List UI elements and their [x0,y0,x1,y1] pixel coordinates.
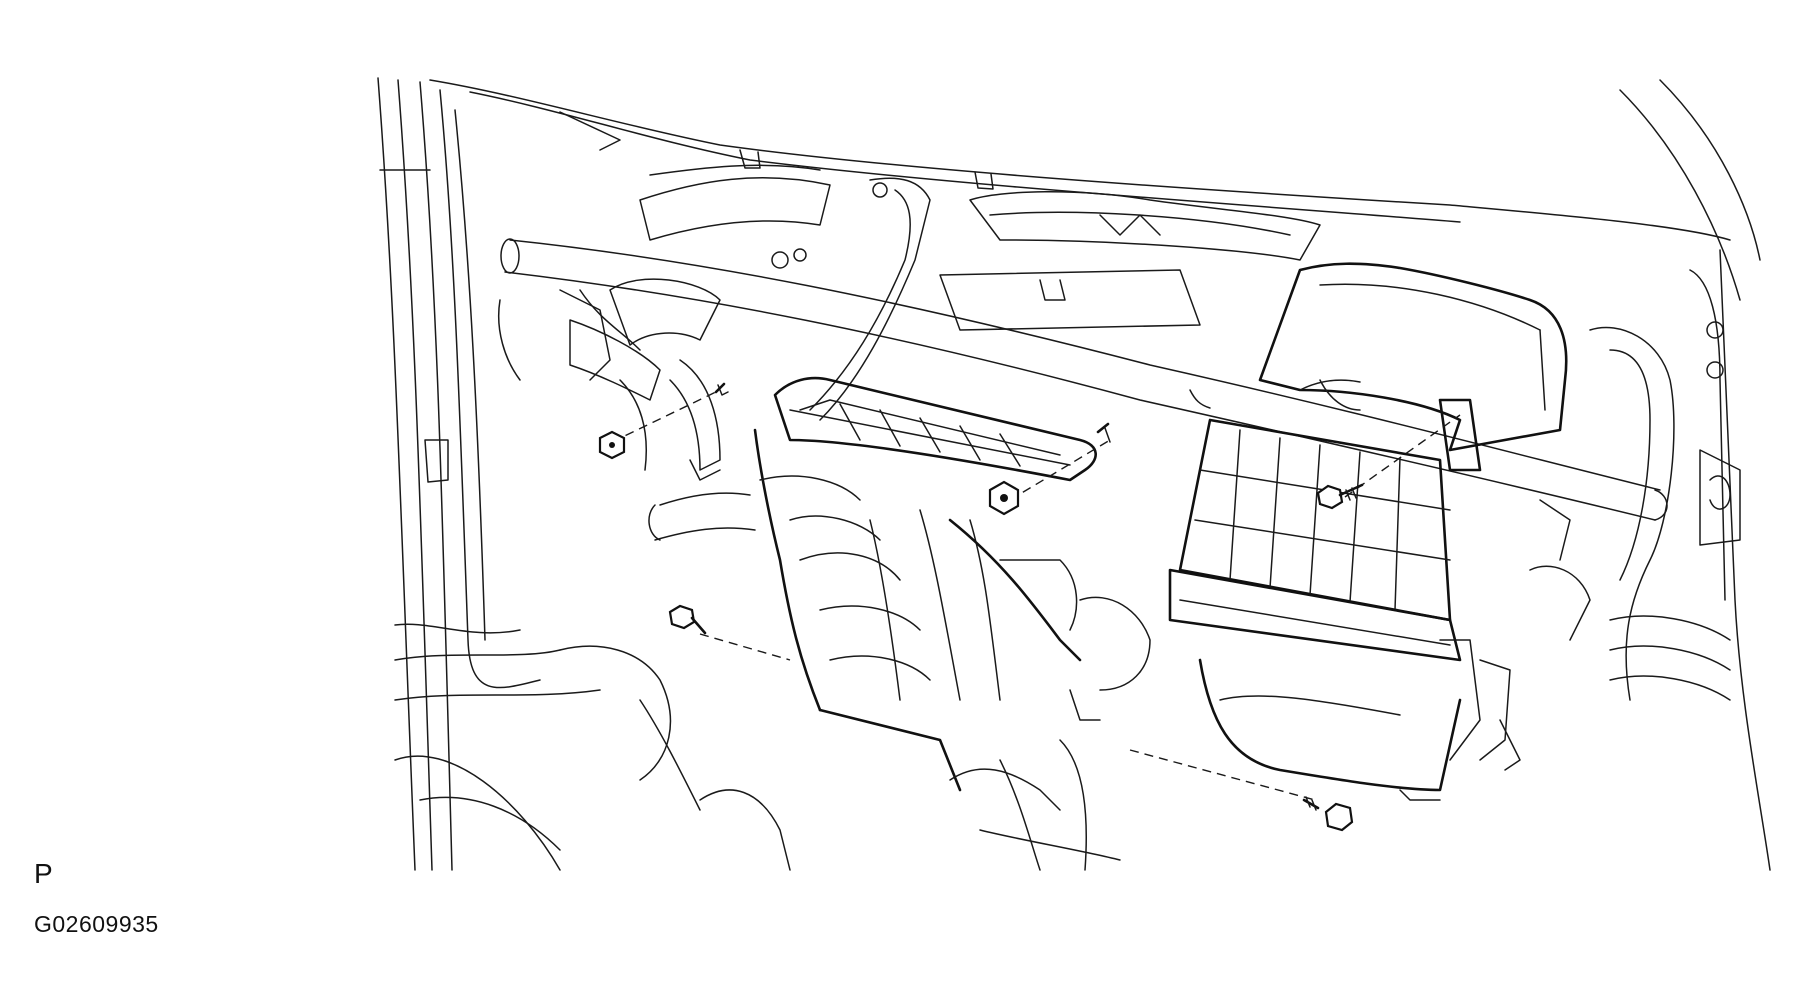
heater-radiator-unit [648,376,1151,861]
screw-icon [714,382,1110,434]
nut-icon [988,427,1111,516]
fastener-guide-lines [611,389,1461,801]
blower-unit [1168,262,1568,801]
bolt-icon [1302,796,1354,832]
bolt-icon [1316,483,1364,510]
steering-support-beam [497,238,1668,521]
left-body-pillar [377,77,601,871]
defroster-duct [639,164,1321,331]
floor-contours [419,645,1088,871]
bolt-icon [668,604,707,635]
right-side-bracket [1529,269,1741,701]
figure-code: G02609935 [34,911,159,937]
view-label: P [34,858,53,889]
left-bracket [569,248,807,481]
cowl-top-edge [429,79,1771,871]
